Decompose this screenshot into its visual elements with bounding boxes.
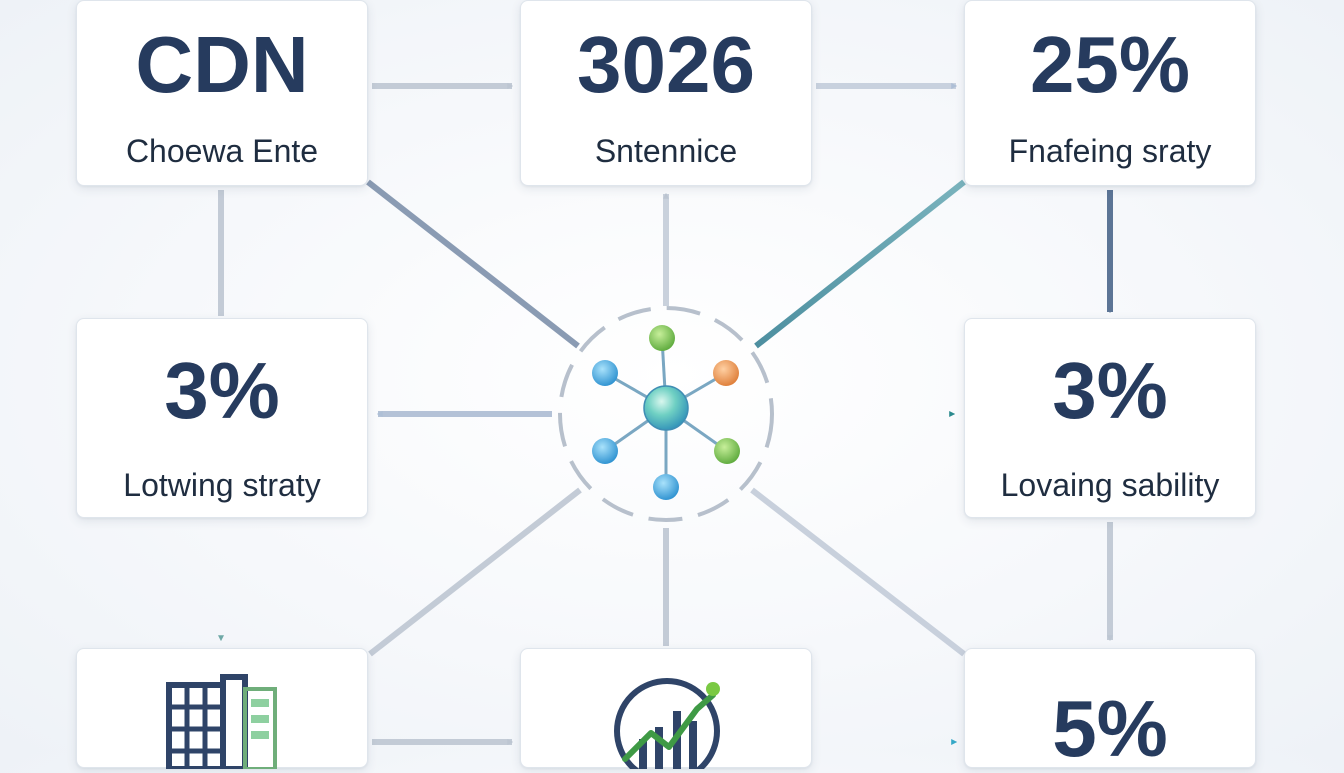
connector-layer	[218, 83, 1113, 746]
hub-center-node	[643, 385, 689, 431]
hub-node-upper-left	[592, 360, 618, 386]
card-25-percent: 25% Fnafeing sraty	[964, 0, 1256, 186]
hub-node-bottom	[653, 474, 679, 500]
card-3026: 3026 Sntennice	[520, 0, 812, 186]
card-3-percent-right: 3% Lovaing sability	[964, 318, 1256, 518]
card-building	[76, 648, 368, 769]
connector-hub-to-bottom-right	[750, 487, 966, 657]
card-metric: 3026	[577, 20, 755, 109]
card-label: Lotwing straty	[123, 467, 321, 503]
building-icon	[166, 674, 277, 769]
growth-chart-icon	[614, 678, 720, 769]
card-5-percent: 5%	[964, 648, 1256, 773]
card-label: Fnafeing sraty	[1008, 133, 1212, 169]
hub-node-lower-left	[592, 438, 618, 464]
card-metric: 25%	[1029, 20, 1191, 109]
connector-cdn-to-hub	[366, 179, 580, 349]
hub-node-upper-right	[713, 360, 739, 386]
card-metric: CDN	[135, 20, 309, 109]
card-label: Sntennice	[594, 133, 738, 169]
card-growth-chart	[520, 648, 812, 769]
card-label: Lovaing sability	[1000, 467, 1220, 503]
card-metric: 3%	[1052, 346, 1168, 435]
hub-node-top	[649, 325, 675, 351]
network-hub-icon	[558, 306, 774, 522]
card-3-percent-left: 3% Lotwing straty	[76, 318, 368, 518]
card-cdn: CDN Choewa Ente	[76, 0, 368, 186]
card-label: Choewa Ente	[125, 133, 319, 169]
connector-hub-to-bottom-left	[368, 487, 582, 657]
connector-25pct-to-hub	[754, 179, 966, 349]
card-metric: 5%	[1052, 684, 1168, 773]
card-metric: 3%	[164, 346, 280, 435]
hub-node-lower-right	[714, 438, 740, 464]
